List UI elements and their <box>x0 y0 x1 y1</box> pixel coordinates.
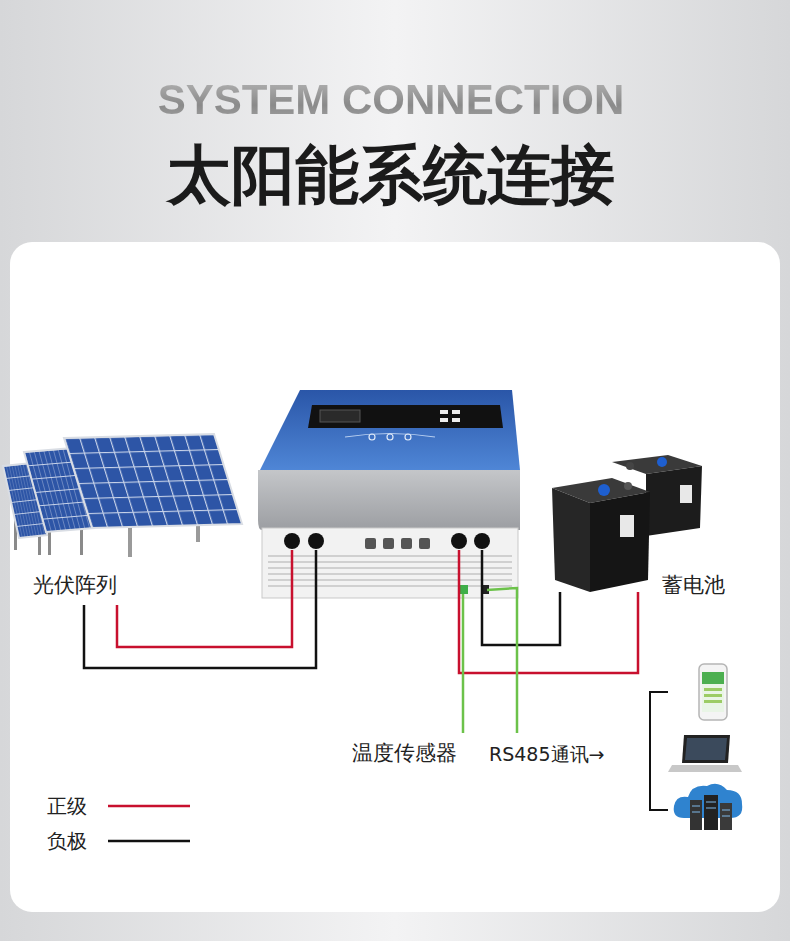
part-label: 光伏阵列 <box>33 572 117 598</box>
heading-en: SYSTEM CONNECTION <box>0 75 786 125</box>
panel-ground <box>10 242 780 912</box>
wiring <box>84 550 638 733</box>
port-label: RS485通讯→ <box>489 741 604 767</box>
legend-text: 正级 <box>47 793 87 819</box>
title-heading: 太阳能系统连接 <box>0 139 786 211</box>
cloud-server-icon <box>674 784 743 830</box>
legend-text: 负极 <box>47 828 87 854</box>
bracket <box>650 692 668 810</box>
solar-array <box>3 434 242 557</box>
legend-line-black <box>108 840 190 843</box>
legend-line-red <box>108 805 190 808</box>
inverter <box>258 390 520 598</box>
laptop-icon <box>668 735 742 772</box>
battery-pack <box>552 455 702 592</box>
phone-icon <box>699 664 727 720</box>
part-label: 蓄电池 <box>662 572 725 598</box>
port-label: 温度传感器 <box>352 740 457 766</box>
